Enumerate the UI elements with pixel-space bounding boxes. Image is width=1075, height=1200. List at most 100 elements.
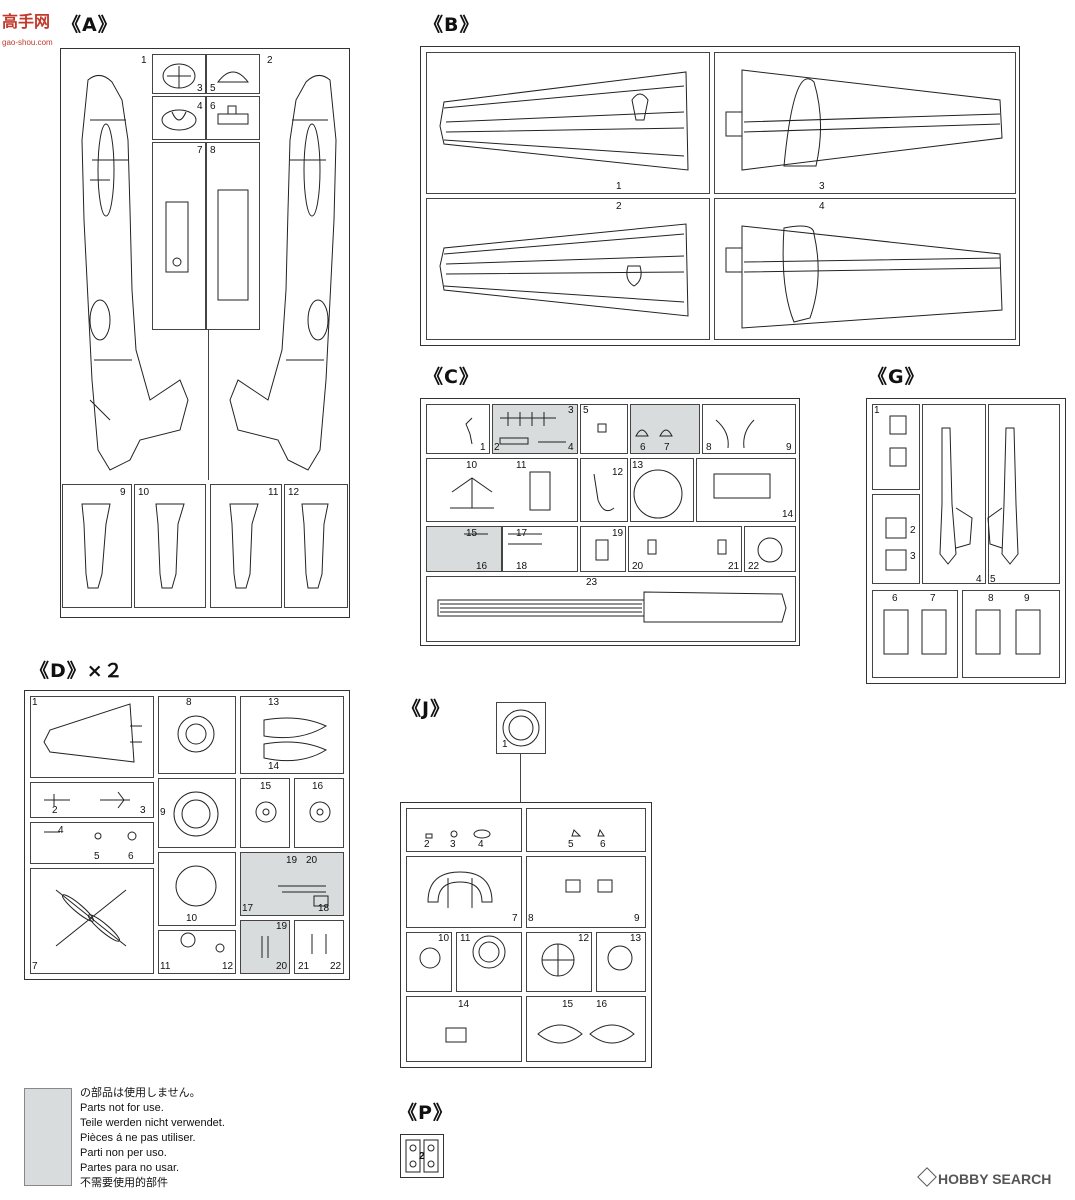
part-num-j-15: 15 bbox=[562, 999, 574, 1010]
legend-line-it: Parti non per uso. bbox=[80, 1147, 167, 1159]
sprue-d-cell-17-20 bbox=[240, 852, 344, 916]
sprue-j-cell-8-9 bbox=[526, 856, 646, 928]
sprue-a-divider bbox=[208, 330, 209, 480]
part-num-a-12: 12 bbox=[288, 487, 300, 498]
part-num-g-9: 9 bbox=[1024, 593, 1030, 604]
part-num-j-9: 9 bbox=[634, 913, 640, 924]
sprue-a-cell-9 bbox=[62, 484, 132, 608]
sprue-c-cell-2-3-4 bbox=[492, 404, 578, 454]
not-used-swatch bbox=[24, 1088, 72, 1186]
part-num-c-11: 11 bbox=[516, 460, 527, 471]
sprue-c-title: 《C》 bbox=[424, 366, 479, 388]
hobby-search-watermark: HOBBY SEARCH bbox=[917, 1167, 1051, 1187]
part-num-d-3: 3 bbox=[140, 805, 146, 816]
part-num-g-3: 3 bbox=[910, 551, 916, 562]
sprue-g-cell-1 bbox=[872, 404, 920, 490]
sprue-c-cell-14 bbox=[696, 458, 796, 522]
wing-part-b1 bbox=[439, 71, 689, 171]
part-num-g-2: 2 bbox=[910, 525, 916, 536]
sprue-c-cell-5 bbox=[580, 404, 628, 454]
site-logo-url: gao-shou.com bbox=[2, 38, 53, 47]
sprue-b-title: 《B》 bbox=[424, 14, 480, 36]
sprue-g-parts bbox=[883, 415, 1041, 655]
part-num-a-3: 3 bbox=[197, 83, 203, 94]
sprue-d-cell-4-6 bbox=[30, 822, 154, 864]
site-logo-main: 高手网 bbox=[2, 14, 51, 31]
part-num-c-21: 21 bbox=[728, 561, 740, 572]
part-num-j-7: 7 bbox=[512, 913, 518, 924]
part-num-j-8: 8 bbox=[528, 913, 534, 924]
part-num-j-13: 13 bbox=[630, 933, 642, 944]
fuselage-right-half bbox=[229, 75, 337, 471]
sprue-p-title: 《P》 bbox=[398, 1102, 453, 1124]
part-num-j-10: 10 bbox=[438, 933, 450, 944]
sprue-c-cell-1 bbox=[426, 404, 490, 454]
part-num-g-4: 4 bbox=[976, 574, 982, 585]
part-num-g-5: 5 bbox=[990, 574, 996, 585]
part-num-d-13: 13 bbox=[268, 697, 280, 708]
part-num-a-5: 5 bbox=[210, 83, 216, 94]
sprue-j-cell-10 bbox=[406, 932, 452, 992]
part-num-b-2: 2 bbox=[616, 201, 622, 212]
sprue-c-cell-6-7 bbox=[630, 404, 700, 454]
part-num-j-12: 12 bbox=[578, 933, 590, 944]
part-num-j-11: 11 bbox=[460, 933, 471, 944]
part-num-j-5: 5 bbox=[568, 839, 574, 850]
sprue-c-cell-23 bbox=[426, 576, 796, 642]
part-num-c-17: 17 bbox=[516, 528, 528, 539]
part-num-d-19b: 19 bbox=[276, 921, 288, 932]
sprue-d-cell-19-20b bbox=[240, 920, 290, 974]
sprue-d-cell-8 bbox=[158, 696, 236, 774]
part-num-c-15: 15 bbox=[466, 528, 478, 539]
part-num-c-10: 10 bbox=[466, 460, 478, 471]
part-num-c-5: 5 bbox=[583, 405, 589, 416]
sprue-c-cell-19 bbox=[580, 526, 626, 572]
part-num-j-16: 16 bbox=[596, 999, 608, 1010]
part-num-c-14: 14 bbox=[782, 509, 794, 520]
part-num-d-9: 9 bbox=[160, 807, 166, 818]
part-num-d-14: 14 bbox=[268, 761, 280, 772]
sprue-c-parts bbox=[437, 412, 787, 623]
part-num-c-23: 23 bbox=[586, 577, 598, 588]
sprue-d-cell-21-22 bbox=[294, 920, 344, 974]
part-num-c-2: 2 bbox=[494, 442, 500, 453]
part-num-c-6: 6 bbox=[640, 442, 646, 453]
part-num-c-20: 20 bbox=[632, 561, 644, 572]
part-num-c-3: 3 bbox=[568, 405, 574, 416]
sprue-a-cell-12 bbox=[284, 484, 348, 608]
part-num-d-6: 6 bbox=[128, 851, 134, 862]
sprue-j-cell-14 bbox=[406, 996, 522, 1062]
part-num-a-1: 1 bbox=[141, 55, 147, 66]
part-num-d-1: 1 bbox=[32, 697, 38, 708]
sprue-a-title: 《A》 bbox=[62, 14, 118, 36]
part-num-d-17: 17 bbox=[242, 903, 254, 914]
part-num-g-8: 8 bbox=[988, 593, 994, 604]
sprue-b-cell-1 bbox=[426, 52, 710, 194]
sprue-p-parts bbox=[405, 1139, 439, 1173]
part-num-a-2: 2 bbox=[267, 55, 273, 66]
part-num-d-20: 20 bbox=[306, 855, 318, 866]
sprue-a-canopy-cell-5 bbox=[206, 54, 260, 94]
part-num-c-4: 4 bbox=[568, 442, 574, 453]
part-num-a-4: 4 bbox=[197, 101, 203, 112]
part-num-j-3: 3 bbox=[450, 839, 456, 850]
sprue-c-cell-10-11 bbox=[426, 458, 578, 522]
part-num-d-4: 4 bbox=[58, 825, 64, 836]
sprue-a-cell-6 bbox=[206, 96, 260, 140]
part-num-d-12: 12 bbox=[222, 961, 234, 972]
part-num-d-2: 2 bbox=[52, 805, 58, 816]
sprue-j-title: 《J》 bbox=[402, 698, 451, 720]
sprue-d-cell-11-12 bbox=[158, 930, 236, 974]
part-num-d-21: 21 bbox=[298, 961, 310, 972]
sprue-b-cell-2 bbox=[426, 198, 710, 340]
legend-text-block: の部品は使用しません。 Parts not for use. Teile wer… bbox=[80, 1086, 225, 1191]
sprue-j-cell-5-6 bbox=[526, 808, 646, 852]
landing-gear-legs bbox=[81, 503, 329, 589]
watermark-icon bbox=[917, 1167, 937, 1187]
sprue-d-cell-16 bbox=[294, 778, 344, 848]
sprue-c-cell-13 bbox=[630, 458, 694, 522]
legend-line-ja: の部品は使用しません。 bbox=[80, 1087, 201, 1099]
sprue-j-cell-13 bbox=[596, 932, 646, 992]
sprue-j-parts bbox=[419, 709, 635, 1044]
part-num-d-15: 15 bbox=[260, 781, 272, 792]
